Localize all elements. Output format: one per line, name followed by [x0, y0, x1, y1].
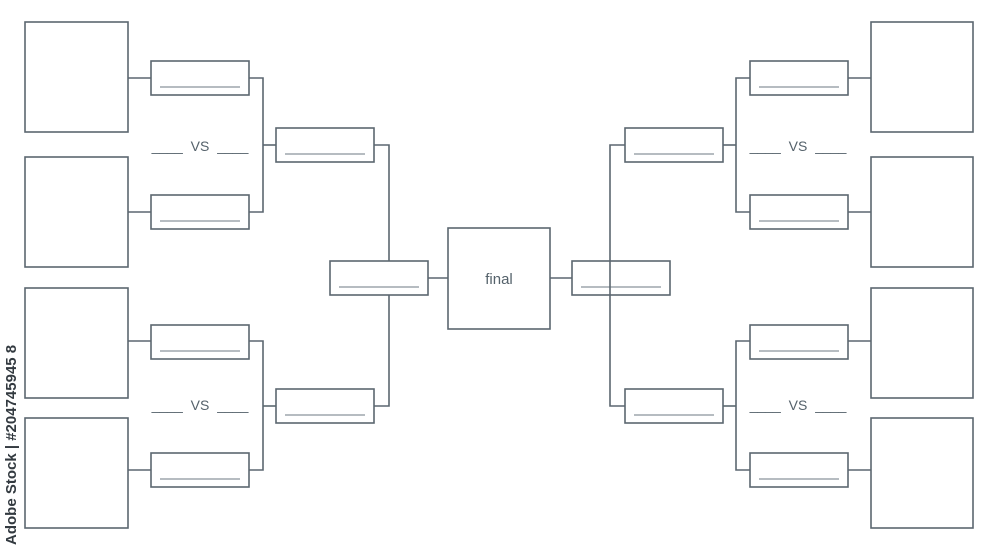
team-box-left-2[interactable]: [24, 156, 129, 268]
name-slot-left-semifinal[interactable]: [329, 260, 429, 296]
vs-blank-left: ____: [749, 397, 781, 413]
bracket-connector: [735, 77, 750, 213]
bracket-connector: [249, 340, 264, 471]
vs-text: VS: [789, 138, 808, 154]
team-box-right-1[interactable]: [870, 21, 974, 133]
team-box-left-4[interactable]: [24, 417, 129, 529]
vs-label-left-bottom: ____ VS ____: [151, 397, 249, 413]
vs-label-right-top: ____ VS ____: [749, 138, 847, 154]
team-box-right-3[interactable]: [870, 287, 974, 399]
vs-blank-right: ____: [216, 397, 248, 413]
final-box[interactable]: [447, 227, 551, 330]
vs-text: VS: [191, 138, 210, 154]
svg-text:____ VS ____: ____ VS ____: [749, 397, 847, 413]
team-box-left-1[interactable]: [24, 21, 129, 133]
name-slot-right-r1-1[interactable]: [749, 60, 849, 96]
name-slot-left-r1-3[interactable]: [150, 324, 250, 360]
name-slot-left-r2-2[interactable]: [275, 388, 375, 424]
vs-label-right-bottom: ____ VS ____: [749, 397, 847, 413]
vs-blank-right: ____: [814, 138, 846, 154]
name-slot-left-r1-2[interactable]: [150, 194, 250, 230]
svg-text:____ VS ____: ____ VS ____: [749, 138, 847, 154]
vs-blank-right: ____: [814, 397, 846, 413]
stock-id-watermark: Adobe Stock | #204745945 8: [3, 345, 20, 545]
svg-text:____ VS ____: ____ VS ____: [151, 138, 249, 154]
vs-blank-left: ____: [151, 397, 183, 413]
vs-blank-right: ____: [216, 138, 248, 154]
bracket-connector: [249, 77, 264, 213]
vs-label-left-top: ____ VS ____: [151, 138, 249, 154]
team-box-right-2[interactable]: [870, 156, 974, 268]
bracket-connector: [735, 340, 750, 471]
svg-text:____ VS ____: ____ VS ____: [151, 397, 249, 413]
vs-blank-left: ____: [151, 138, 183, 154]
team-box-right-4[interactable]: [870, 417, 974, 529]
team-box-left-3[interactable]: [24, 287, 129, 399]
name-slot-right-r1-2[interactable]: [749, 194, 849, 230]
final-label: final: [485, 271, 513, 288]
name-slot-left-r1-4[interactable]: [150, 452, 250, 488]
name-slot-left-r2-1[interactable]: [275, 127, 375, 163]
name-slot-right-r1-4[interactable]: [749, 452, 849, 488]
bracket-connector: [609, 144, 625, 407]
vs-text: VS: [789, 397, 808, 413]
name-slot-right-r1-3[interactable]: [749, 324, 849, 360]
vs-text: VS: [191, 397, 210, 413]
name-slot-right-r2-1[interactable]: [624, 127, 724, 163]
vs-blank-left: ____: [749, 138, 781, 154]
name-slot-right-semifinal[interactable]: [571, 260, 671, 296]
name-slot-left-r1-1[interactable]: [150, 60, 250, 96]
name-slot-right-r2-2[interactable]: [624, 388, 724, 424]
